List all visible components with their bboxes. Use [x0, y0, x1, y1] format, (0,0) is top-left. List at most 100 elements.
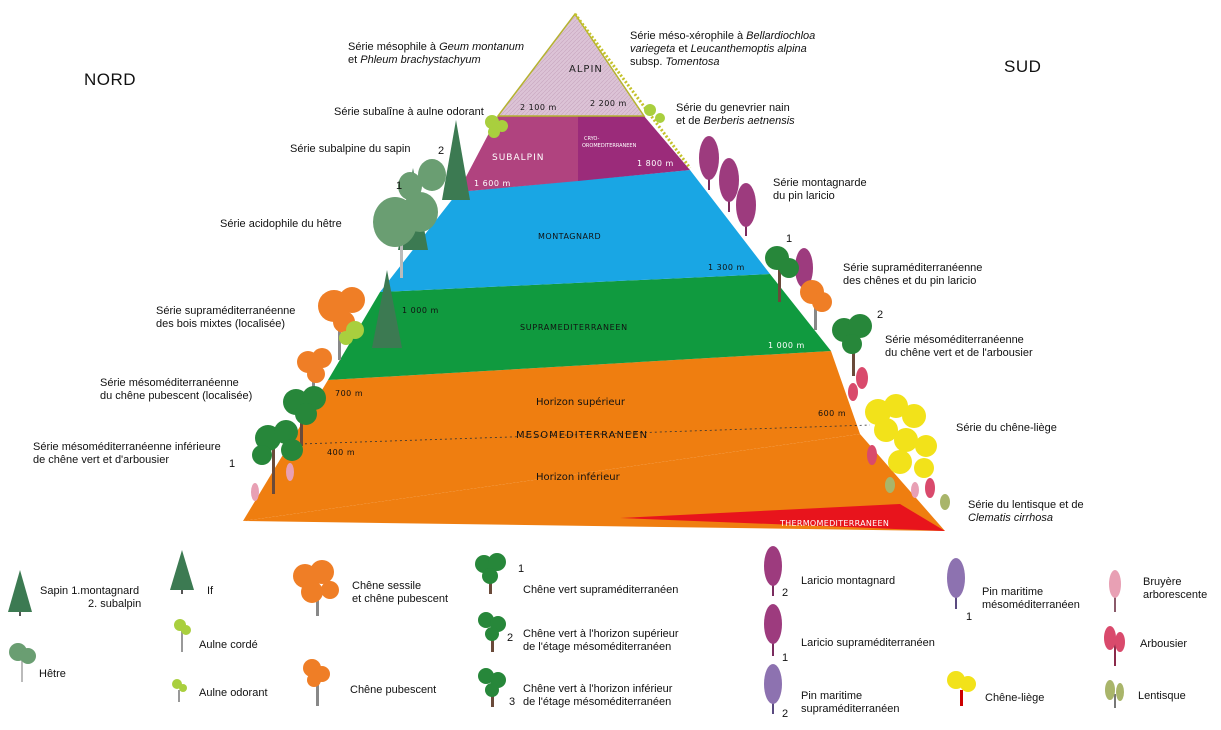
legend-number-3: 3 [509, 696, 516, 708]
sapin-icon [8, 570, 32, 616]
zone-label-supramed: SUPRAMEDITERRANEEN [520, 323, 628, 332]
series-supra-bois-2: des bois mixtes (localisée) [156, 318, 285, 330]
zone-label-thermo: THERMOMEDITERRANEEN [779, 519, 889, 528]
legend-bruyere-2: arborescente [1143, 589, 1208, 601]
legend-number-2: 2 [782, 587, 789, 599]
series-mesoxero: Série méso-xérophile à Bellardiochloa va… [630, 30, 815, 69]
series-mesoxero-1: Série méso-xérophile à [630, 30, 747, 42]
series-supra-bois: Série supraméditerranéenne des bois mixt… [156, 305, 295, 331]
chene-sessile-icon [800, 280, 832, 330]
legend-pin-mar-supra: Pin maritime supraméditerranéen [801, 690, 899, 716]
altitude-400: 400 m [327, 448, 355, 457]
series-supra-chenes: Série supraméditerranéenne des chênes et… [843, 262, 982, 288]
series-mesoxero-2: Bellardiochloa [746, 30, 816, 42]
hetre-icon [373, 192, 438, 278]
altitude-2200: 2 200 m [590, 99, 627, 108]
arbousier-icon [1104, 626, 1125, 666]
altitude-1600: 1 600 m [474, 179, 511, 188]
aulne-icon [485, 115, 508, 138]
number-1: 1 [396, 180, 403, 192]
hetre-icon [398, 159, 446, 200]
zone-label-cryo-2: OROMEDITERRANEEN [582, 143, 637, 149]
chene-sessile-icon [293, 560, 339, 616]
legend-sessile-1: Chêne sessile [352, 580, 422, 592]
bruyere-icon [251, 463, 294, 501]
altitude-700: 700 m [335, 389, 363, 398]
altitude-1000-left: 1 000 m [402, 306, 439, 315]
zone-cryo [578, 116, 690, 181]
number-2: 2 [438, 145, 445, 157]
series-acidophile: Série acidophile du hêtre [220, 218, 342, 230]
legend-number-1: 1 [782, 652, 789, 664]
legend-number-1: 1 [518, 563, 525, 575]
legend-hetre: Hêtre [39, 668, 66, 680]
series-supra-bois-1: Série supraméditerranéenne [156, 305, 296, 317]
legend-aulne-odorant: Aulne odorant [199, 687, 268, 699]
zone-supramed [328, 274, 831, 380]
aulne-icon [174, 619, 191, 652]
legend-cv-sup-2: de l'étage mésoméditerranéen [523, 641, 672, 653]
series-mesophile-2: Geum montanum [439, 41, 525, 53]
laricio-icon [795, 248, 813, 288]
chene-liege-icon [947, 671, 976, 706]
lentisque-icon [1105, 680, 1124, 708]
legend-sessile: Chêne sessile et chêne pubescent [352, 580, 448, 606]
legend-cv-inf-1: Chêne vert à l'horizon inférieur [523, 683, 673, 695]
legend-chene-pub: Chêne pubescent [350, 684, 437, 696]
zone-label-subalpin: SUBALPIN [492, 153, 544, 163]
label-sud: SUD [1004, 57, 1042, 76]
chene-pubescent-icon [303, 659, 330, 706]
zone-label-meso-sup: Horizon supérieur [536, 396, 626, 408]
series-supra-chenes-1: Série supraméditerranéenne [843, 262, 983, 274]
series-liege: Série du chêne-liège [956, 422, 1057, 434]
legend-cv-supra: Chêne vert supraméditerranéen [523, 584, 679, 596]
laricio-icon [764, 604, 782, 656]
pin-maritime-icon [764, 664, 782, 714]
zone-montagnard [380, 170, 770, 292]
zone-label-cryo-1: CRYO- [584, 136, 600, 142]
legend-sessile-2: et chêne pubescent [352, 593, 449, 605]
legend-pin-mar-meso-1: Pin maritime [982, 586, 1044, 598]
altitude-2100: 2 100 m [520, 103, 557, 112]
series-montagnarde-1: Série montagnarde [773, 177, 867, 189]
legend-sapin-1: Sapin 1.montagnard [40, 585, 140, 597]
laricio-icon [764, 546, 782, 596]
zone-label-meso-inf: Horizon inférieur [536, 471, 621, 483]
series-meso-inf-2: de chêne vert et d'arbousier [33, 454, 170, 466]
legend-liege: Chêne-liège [985, 692, 1045, 704]
legend-cv-inf-2: de l'étage mésoméditerranéen [523, 696, 672, 708]
tree-group-left [251, 115, 508, 501]
chene-vert-icon [478, 612, 506, 652]
lentisque-icon [885, 477, 950, 510]
series-mesoxero-4: et [675, 43, 691, 55]
legend-pin-mar-supra-2: supraméditerranéen [801, 703, 900, 715]
sapin-icon [372, 270, 402, 348]
altitude-1300: 1 300 m [708, 263, 745, 272]
legend-number-2: 2 [782, 708, 789, 720]
series-meso-pub: Série mésoméditerranéenne du chêne pubes… [100, 377, 252, 403]
number-1: 1 [786, 233, 793, 245]
zone-thermo-red [620, 504, 945, 531]
alpin-right-edge [573, 13, 692, 169]
series-meso-cv-2: du chêne vert et de l'arbousier [885, 347, 1033, 359]
legend-icons [8, 546, 1125, 714]
series-meso-inf-1: Série mésoméditerranéenne inférieure [33, 441, 221, 453]
altitude-600: 600 m [818, 409, 846, 418]
series-meso-inf: Série mésoméditerranéenne inférieure de … [33, 441, 221, 467]
legend-laricio-supra: Laricio supraméditerranéen [801, 637, 935, 649]
series-lentisque: Série du lentisque et de Clematis cirrho… [968, 499, 1084, 525]
series-genevrier-3: Berberis aetnensis [703, 115, 795, 127]
if-icon [170, 550, 194, 594]
sapin-icon [442, 120, 470, 200]
chene-vert-icon [283, 386, 326, 446]
series-genevrier: Série du genevrier nain et de Berberis a… [676, 102, 795, 128]
series-mesoxero-6: subsp. [630, 56, 666, 68]
zone-label-montagnard: MONTAGNARD [538, 232, 601, 241]
laricio-icon [699, 136, 719, 190]
aulne-icon [644, 104, 665, 123]
zone-alpin [496, 12, 646, 117]
series-genevrier-2: et de [676, 115, 704, 127]
legend-pin-mar-supra-1: Pin maritime [801, 690, 863, 702]
